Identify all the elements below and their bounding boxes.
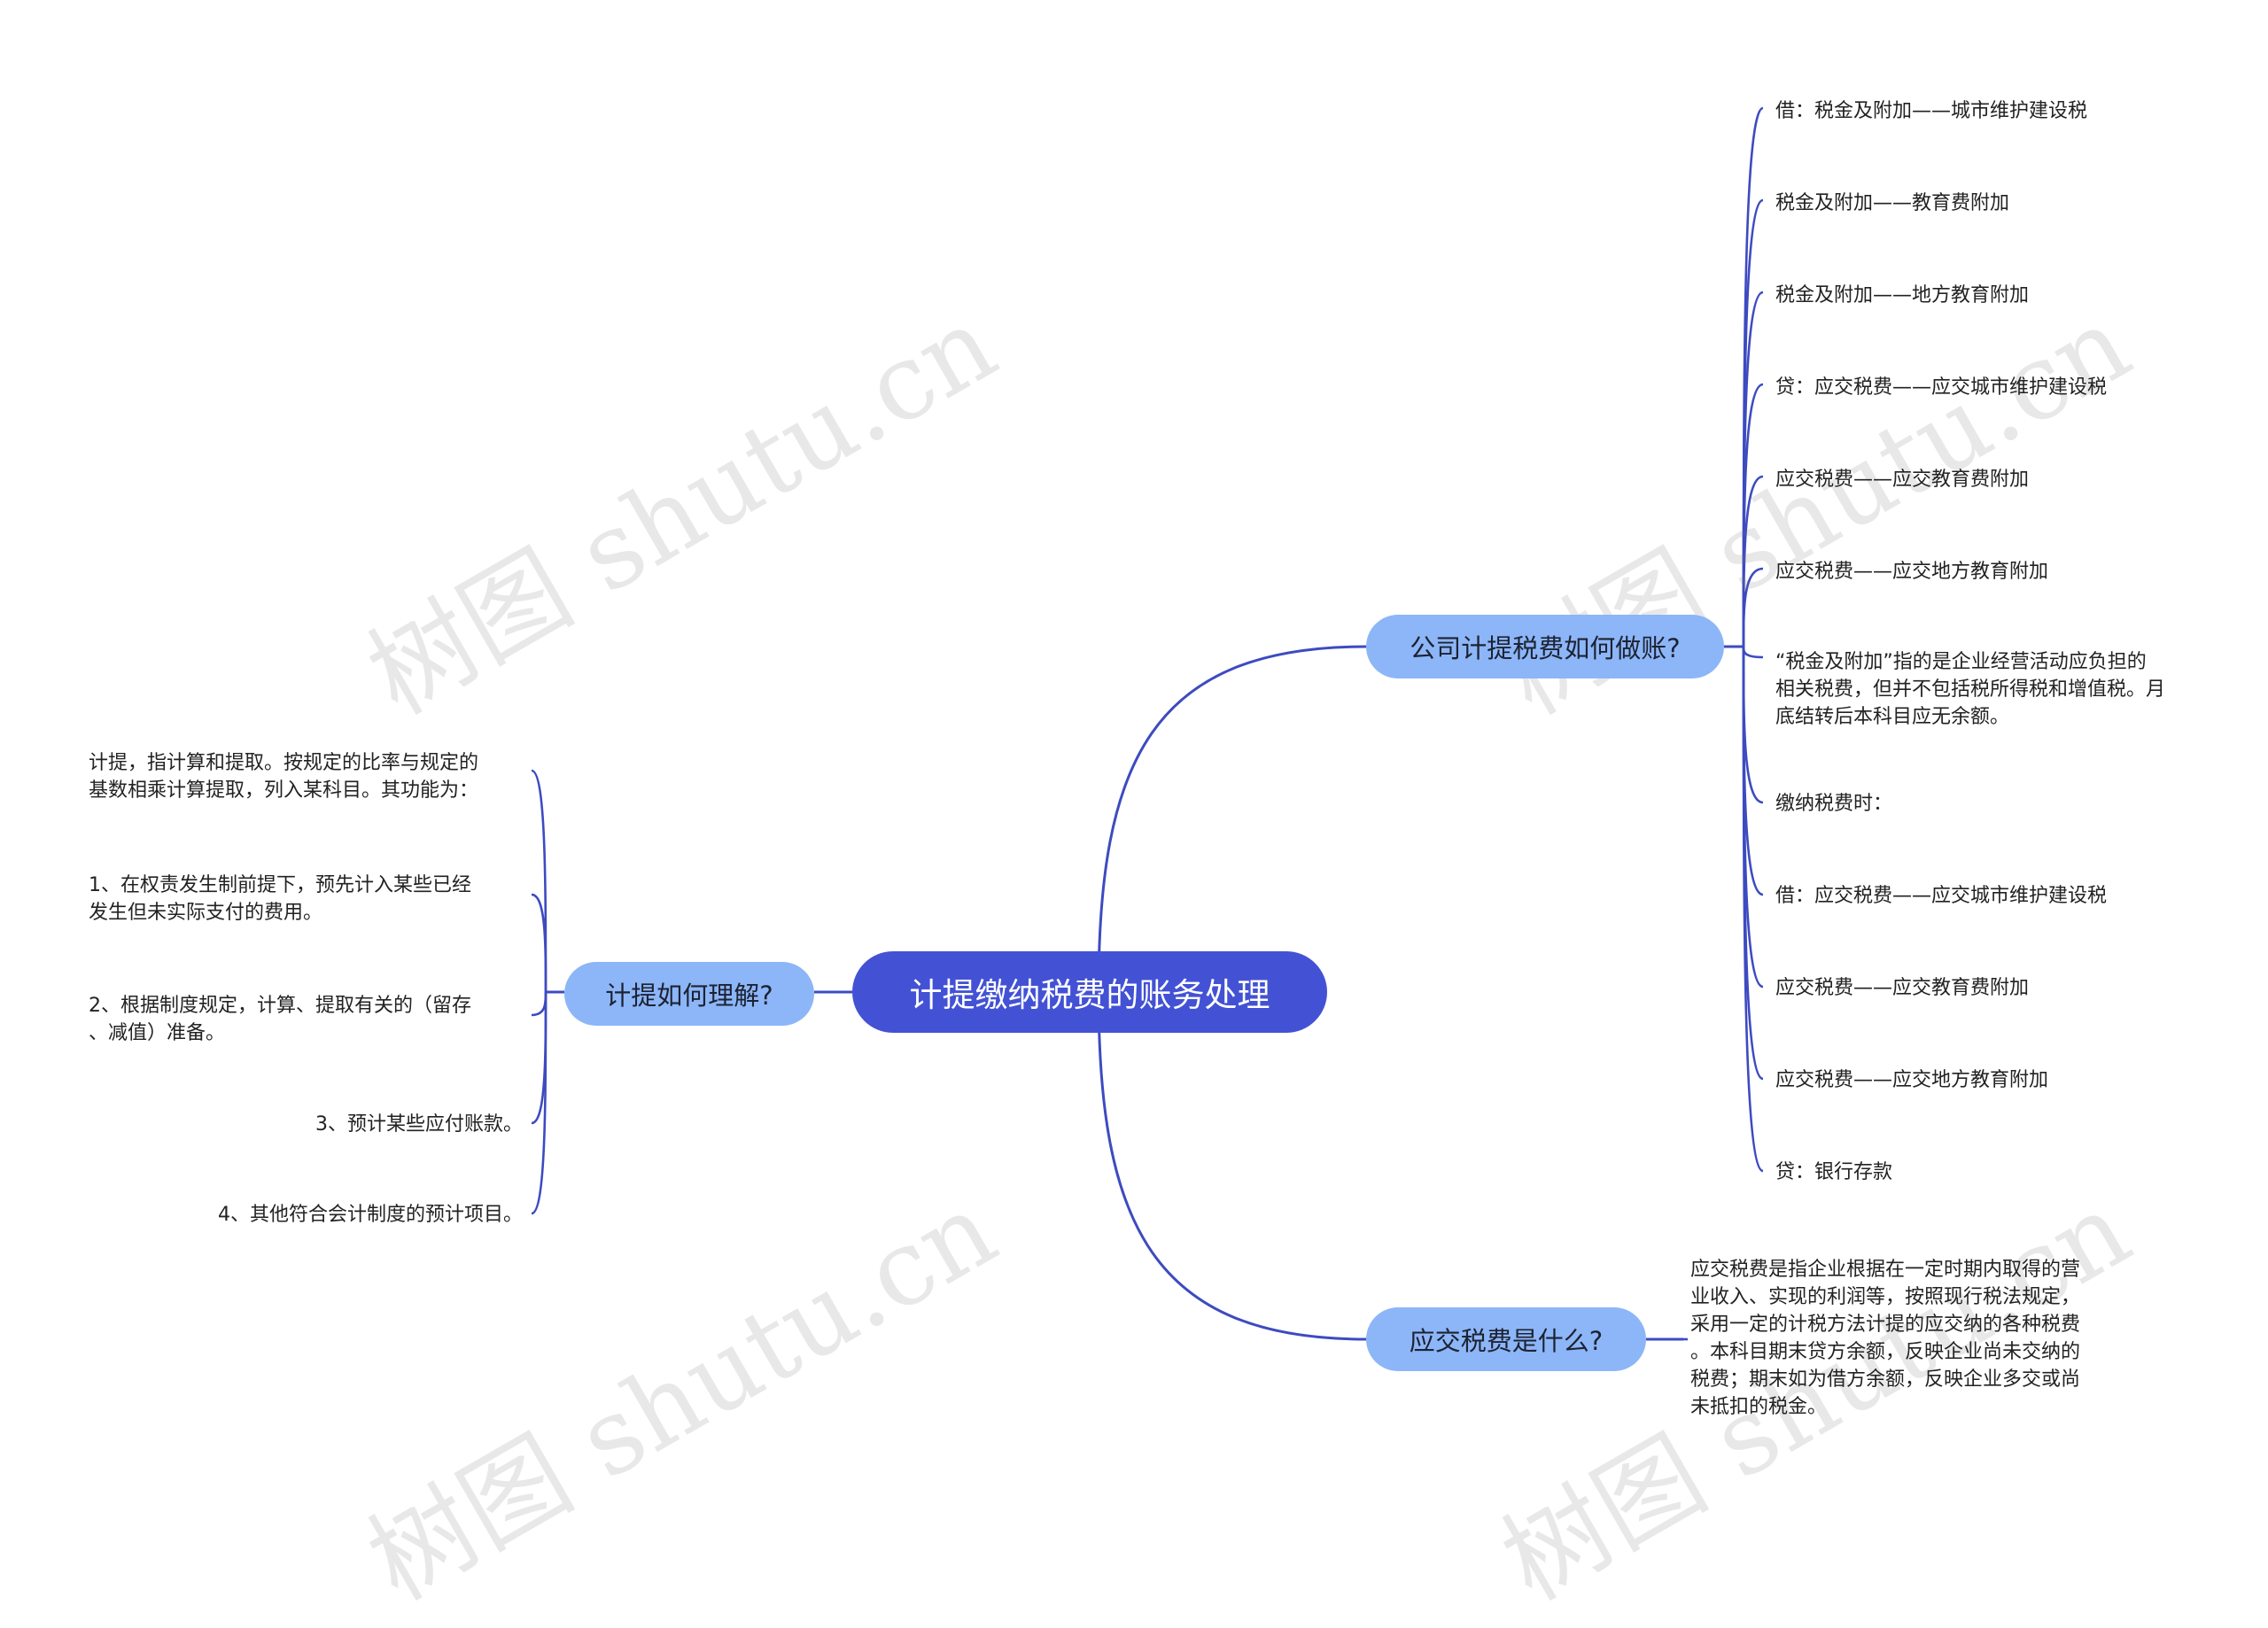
leaf-line: 应交税费是指企业根据在一定时期内取得的营 [1690,1259,2081,1281]
leaf-line: 发生但未实际支付的费用。 [89,902,323,924]
leaf-line: 应交税费——应交地方教育附加 [1775,561,2049,583]
leaf-line: 采用一定的计税方法计提的应交纳的各种税费 [1690,1314,2081,1336]
connector-line [1097,991,1367,1341]
leaf-line: 税金及附加——教育费附加 [1775,192,2010,214]
connector-line [531,991,548,1017]
branch-understanding[interactable]: 计提如何理解? [564,962,814,1026]
leaf-line: 贷：应交税费——应交城市维护建设税 [1775,376,2108,399]
top_leaves-leaf[interactable]: “税金及附加”指的是企业经营活动应负担的相关税费，但并不包括税所得税和增值税。月… [1775,648,2236,731]
leaf-line: 应交税费——应交教育费附加 [1775,469,2030,491]
leaf-line: 应交税费——应交地方教育附加 [1775,1069,2049,1091]
connector-line [531,769,548,993]
left_leaves-leaf[interactable]: 计提，指计算和提取。按规定的比率与规定的基数相乘计算提取，列入某科目。其功能为： [89,749,523,804]
left_leaves-leaf[interactable]: 2、根据制度规定，计算、提取有关的（留存、减值）准备。 [89,992,523,1047]
leaf-line: 税金及附加——地方教育附加 [1775,284,2030,306]
mind-map: 树图 shutu.cn 树图 shutu.cn 树图 shutu.cn 树图 s… [89,97,2236,1624]
leaf-line: “税金及附加”指的是企业经营活动应负担的 [1775,651,2147,673]
connector-lines [531,106,1764,1341]
connector-line [1742,567,1764,647]
leaf-line: 未抵扣的税金。 [1690,1396,1828,1418]
connector-line [531,991,548,1125]
bottom_leaves-leaf[interactable]: 应交税费是指企业根据在一定时期内取得的营业收入、实现的利润等，按照现行税法规定，… [1690,1256,2151,1421]
leaf-line: 、减值）准备。 [89,1022,226,1044]
connector-line [531,991,548,1215]
leaf-line: 2、根据制度规定，计算、提取有关的（留存 [89,995,471,1017]
leaf-line: 借：税金及附加——城市维护建设税 [1775,100,2088,122]
leaf-line: 相关税费，但并不包括税所得税和增值税。月 [1775,678,2166,701]
leaf-line: 计提，指计算和提取。按规定的比率与规定的 [89,752,479,774]
connector-line [1097,645,1367,993]
leaf-line: 。本科目期末贷方余额，反映企业尚未交纳的 [1690,1341,2081,1363]
leaf-line: 借：应交税费——应交城市维护建设税 [1775,885,2108,907]
connector-line [531,893,548,993]
top_leaves-leaf[interactable]: 税金及附加——教育费附加 [1775,190,2236,217]
top_leaves-leaf[interactable]: 缴纳税费时： [1775,790,2236,818]
connector-line [1742,646,1764,659]
left_leaves-leaf[interactable]: 3、预计某些应付账款。 [89,1111,523,1138]
connector-line [1742,646,1764,896]
leaf-line: 应交税费——应交教育费附加 [1775,977,2030,999]
left_leaves-leaf[interactable]: 1、在权责发生制前提下，预先计入某些已经发生但未实际支付的费用。 [89,872,523,926]
top_leaves-leaf[interactable]: 贷：银行存款 [1775,1159,2236,1186]
top_leaves-leaf[interactable]: 应交税费——应交地方教育附加 [1775,1066,2236,1094]
connector-line [1742,646,1764,1173]
top_leaves-leaf[interactable]: 借：税金及附加——城市维护建设税 [1775,97,2236,125]
leaf-line: 底结转后本科目应无余额。 [1775,706,2010,728]
leaf-line: 基数相乘计算提取，列入某科目。其功能为： [89,779,479,802]
top_leaves-leaf[interactable]: 贷：应交税费——应交城市维护建设税 [1775,374,2236,401]
leaf-line: 3、预计某些应付账款。 [315,1113,523,1136]
top_leaves-leaf[interactable]: 应交税费——应交地方教育附加 [1775,558,2236,585]
leaf-line: 4、其他符合会计制度的预计项目。 [218,1204,523,1226]
leaf-line: 税费；期末如为借方余额，反映企业多交或尚 [1690,1368,2081,1391]
leaf-line: 业收入、实现的利润等，按照现行税法规定， [1690,1286,2081,1308]
top_leaves-leaf[interactable]: 应交税费——应交教育费附加 [1775,974,2236,1002]
top_leaves-leaf[interactable]: 应交税费——应交教育费附加 [1775,466,2236,493]
left_leaves-leaf[interactable]: 4、其他符合会计制度的预计项目。 [89,1201,523,1229]
branch-tax-payable[interactable]: 应交税费是什么? [1366,1307,1646,1371]
leaf-line: 1、在权责发生制前提下，预先计入某些已经 [89,874,471,896]
top_leaves-leaf[interactable]: 借：应交税费——应交城市维护建设税 [1775,882,2236,910]
root-topic[interactable]: 计提缴纳税费的账务处理 [852,951,1327,1033]
branch-bookkeeping[interactable]: 公司计提税费如何做账? [1366,615,1724,678]
connector-line [1742,646,1764,804]
top_leaves-leaf[interactable]: 税金及附加——地方教育附加 [1775,282,2236,309]
leaf-line: 贷：银行存款 [1775,1161,1893,1183]
leaf-line: 缴纳税费时： [1775,793,1893,815]
connector-line [1742,475,1764,647]
